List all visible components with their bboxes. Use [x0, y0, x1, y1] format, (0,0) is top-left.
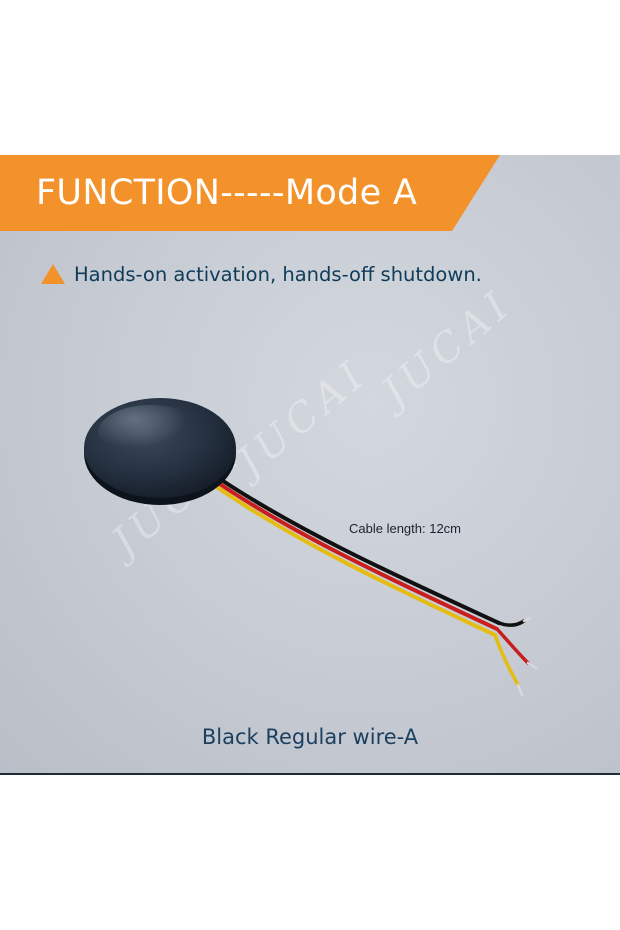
sensor-product-image [84, 398, 538, 697]
function-banner: FUNCTION-----Mode A [0, 155, 620, 231]
cable-length-label: Cable length: 12cm [349, 521, 462, 536]
feature-text: Hands-on activation, hands-off shutdown. [74, 262, 482, 286]
panel-divider [0, 773, 620, 775]
warning-triangle-icon [41, 264, 65, 284]
banner-title: FUNCTION-----Mode A [36, 173, 418, 213]
cable-bundle [212, 473, 538, 697]
product-caption: Black Regular wire-A [201, 725, 419, 749]
feature-line: Hands-on activation, hands-off shutdown. [40, 259, 482, 289]
touch-sensor-pad [84, 398, 236, 505]
banner-background [0, 155, 500, 231]
product-panel: FUNCTION-----Mode A Hands-on activation,… [0, 155, 620, 775]
